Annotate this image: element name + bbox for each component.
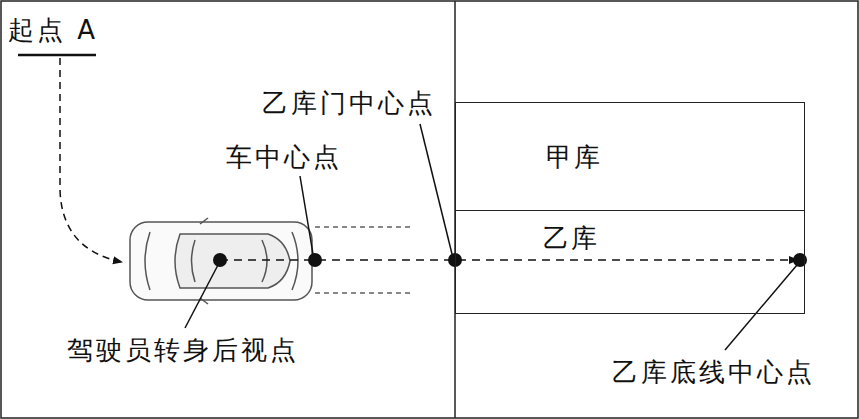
garage-box: 甲库 <box>455 102 805 211</box>
leader-line <box>300 176 313 254</box>
garage-box: 乙库 <box>455 210 805 314</box>
point-dot <box>308 253 322 267</box>
leader-line <box>725 265 797 350</box>
center-axis-arrow <box>220 259 798 261</box>
car-width-guide <box>315 292 410 293</box>
approach-path <box>60 58 122 262</box>
start-line <box>18 54 96 57</box>
leader-line <box>185 265 218 328</box>
garage-name: 甲库 <box>546 144 602 170</box>
leader-line <box>420 124 452 254</box>
point-label: 车中心点 <box>224 143 344 171</box>
car-width-guide <box>315 226 410 227</box>
point-label: 乙库底线中心点 <box>610 358 817 386</box>
point-label: 乙库门中心点 <box>260 89 438 117</box>
garage-name: 乙库 <box>543 225 599 251</box>
start-label: 起点 A <box>6 16 100 44</box>
point-dot <box>213 253 227 267</box>
car-illustration <box>130 218 312 304</box>
point-label: 驾驶员转身后视点 <box>65 336 301 364</box>
